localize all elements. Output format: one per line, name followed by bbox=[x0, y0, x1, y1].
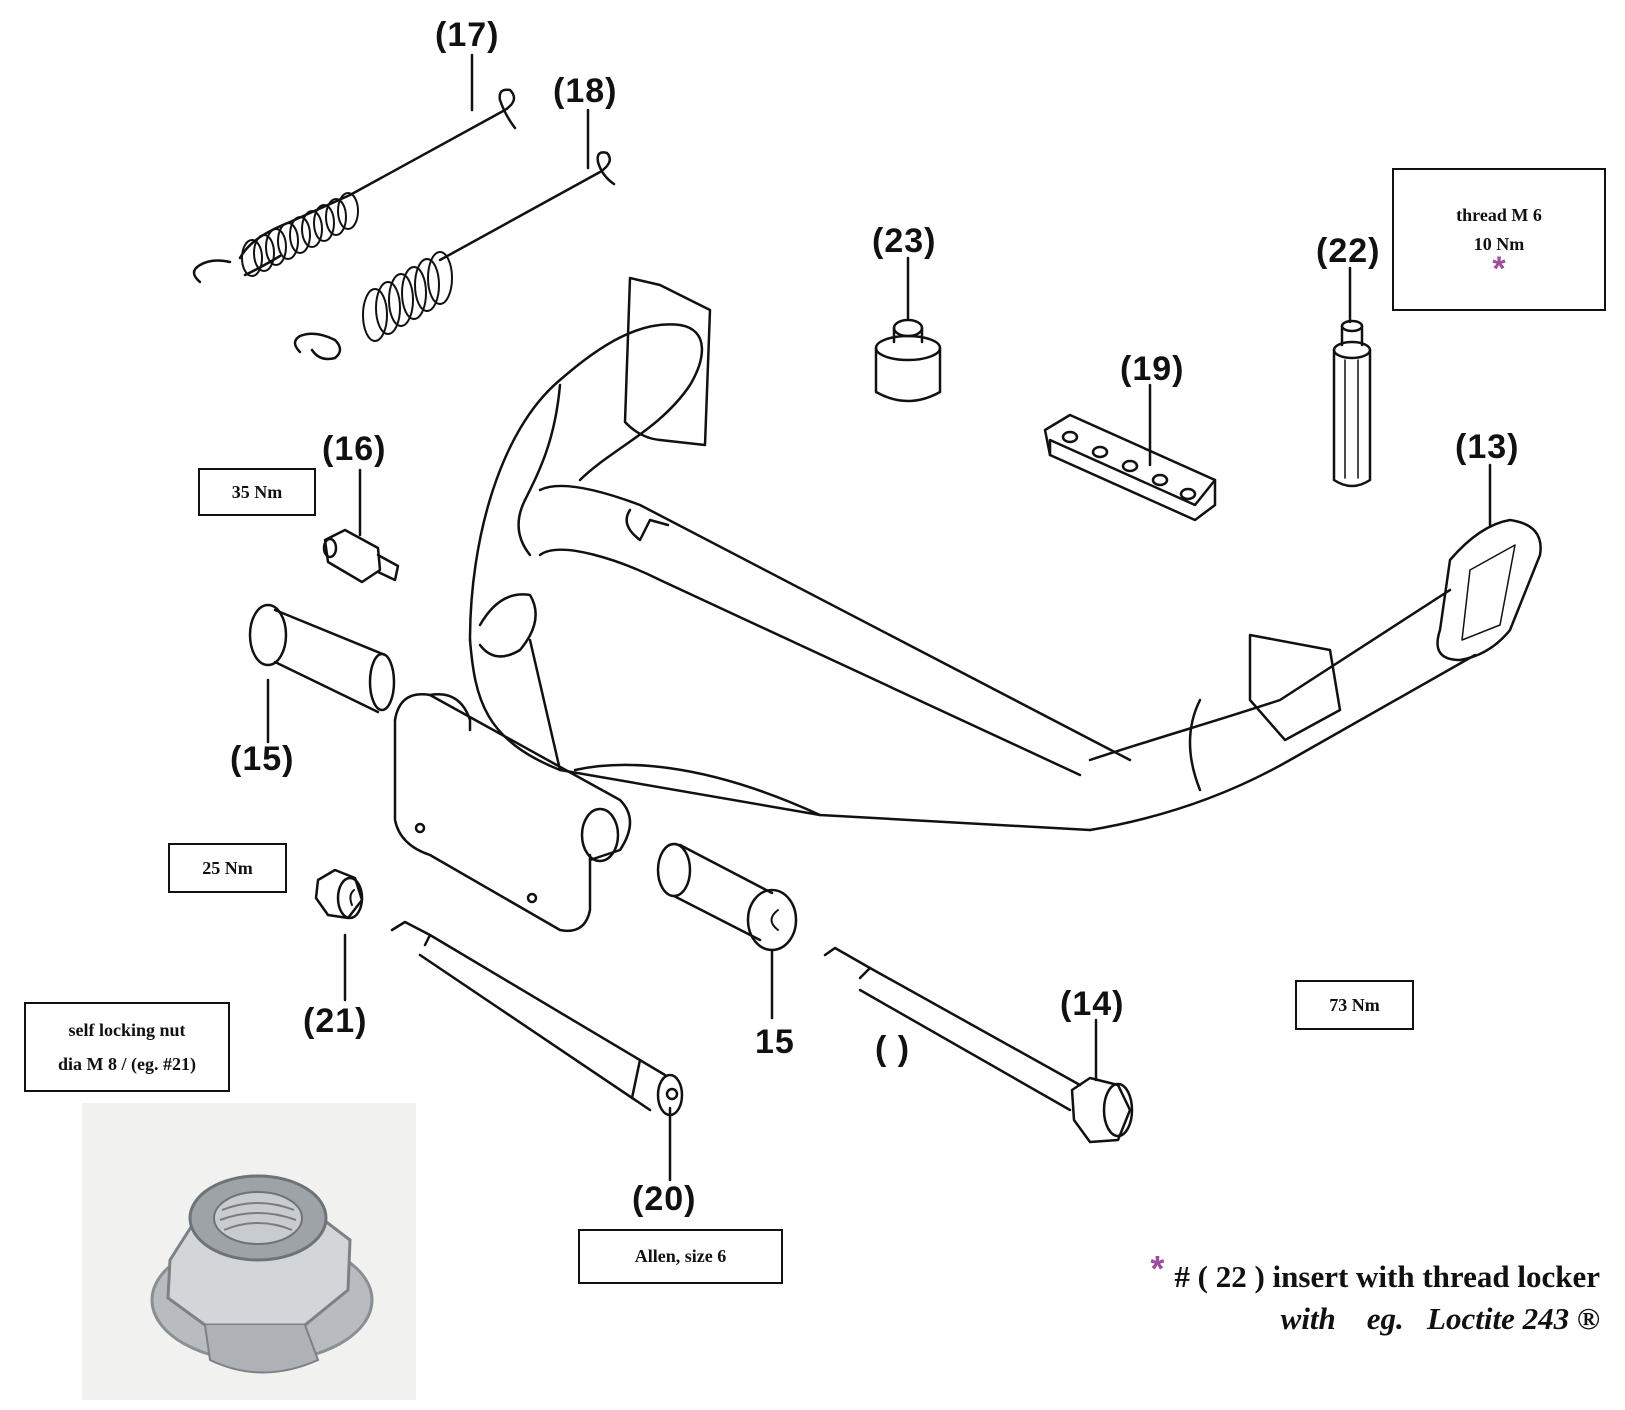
bolt-14 bbox=[823, 946, 1134, 1144]
callout-15-right: 15 bbox=[755, 1023, 795, 1061]
callout-14: (14) bbox=[1060, 985, 1125, 1023]
callout-19: (19) bbox=[1120, 350, 1185, 388]
callout-20: (20) bbox=[632, 1180, 697, 1218]
screw-16 bbox=[322, 528, 400, 584]
thread-torque: 10 Nm bbox=[1473, 233, 1525, 254]
bushing-15-left bbox=[248, 603, 396, 714]
note-text-1: # ( 22 ) insert with thread locker bbox=[1174, 1259, 1600, 1294]
note-line-1: * # ( 22 ) insert with thread locker bbox=[1150, 1248, 1600, 1298]
callout-18: (18) bbox=[553, 72, 618, 110]
note-marker: * bbox=[1150, 1248, 1165, 1289]
torque-box-21: 25 Nm bbox=[168, 843, 287, 893]
thread-locker-note: * # ( 22 ) insert with thread locker with… bbox=[1150, 1248, 1600, 1340]
pin-22 bbox=[1332, 319, 1372, 488]
thread-spec-box: thread M 6 10 Nm * bbox=[1392, 168, 1606, 311]
thread-size: thread M 6 bbox=[1456, 204, 1542, 225]
spring-17 bbox=[192, 88, 517, 284]
self-locking-nut-photo bbox=[82, 1103, 416, 1400]
nut-21 bbox=[314, 868, 364, 920]
stop-plate-19 bbox=[1043, 413, 1217, 522]
thread-locker-marker: * bbox=[1492, 249, 1506, 288]
torque-box-14: 73 Nm bbox=[1295, 980, 1414, 1030]
nut-size: dia M 8 / (eg. #21) bbox=[58, 1054, 196, 1074]
callout-23: (23) bbox=[872, 222, 937, 260]
callout-empty: ( ) bbox=[875, 1030, 911, 1068]
callout-15-left: (15) bbox=[230, 740, 295, 778]
spring-18 bbox=[293, 151, 616, 361]
center-stand-frame-13 bbox=[393, 276, 1542, 933]
callout-16: (16) bbox=[322, 430, 387, 468]
leader-lines bbox=[266, 53, 1492, 1182]
callout-17: (17) bbox=[435, 16, 500, 54]
allen-size-box: Allen, size 6 bbox=[578, 1229, 783, 1284]
bushing-15-right bbox=[656, 842, 798, 952]
allen-bolt-20 bbox=[390, 920, 684, 1117]
callout-13: (13) bbox=[1455, 428, 1520, 466]
nut-type: self locking nut bbox=[68, 1020, 186, 1040]
torque-box-16: 35 Nm bbox=[198, 468, 316, 516]
note-line-2: with eg. Loctite 243 ® bbox=[1280, 1301, 1600, 1336]
rubber-stop-23 bbox=[874, 318, 942, 403]
self-locking-nut-box: self locking nut dia M 8 / (eg. #21) bbox=[24, 1002, 230, 1092]
callout-21: (21) bbox=[303, 1002, 368, 1040]
callout-22: (22) bbox=[1316, 232, 1381, 270]
